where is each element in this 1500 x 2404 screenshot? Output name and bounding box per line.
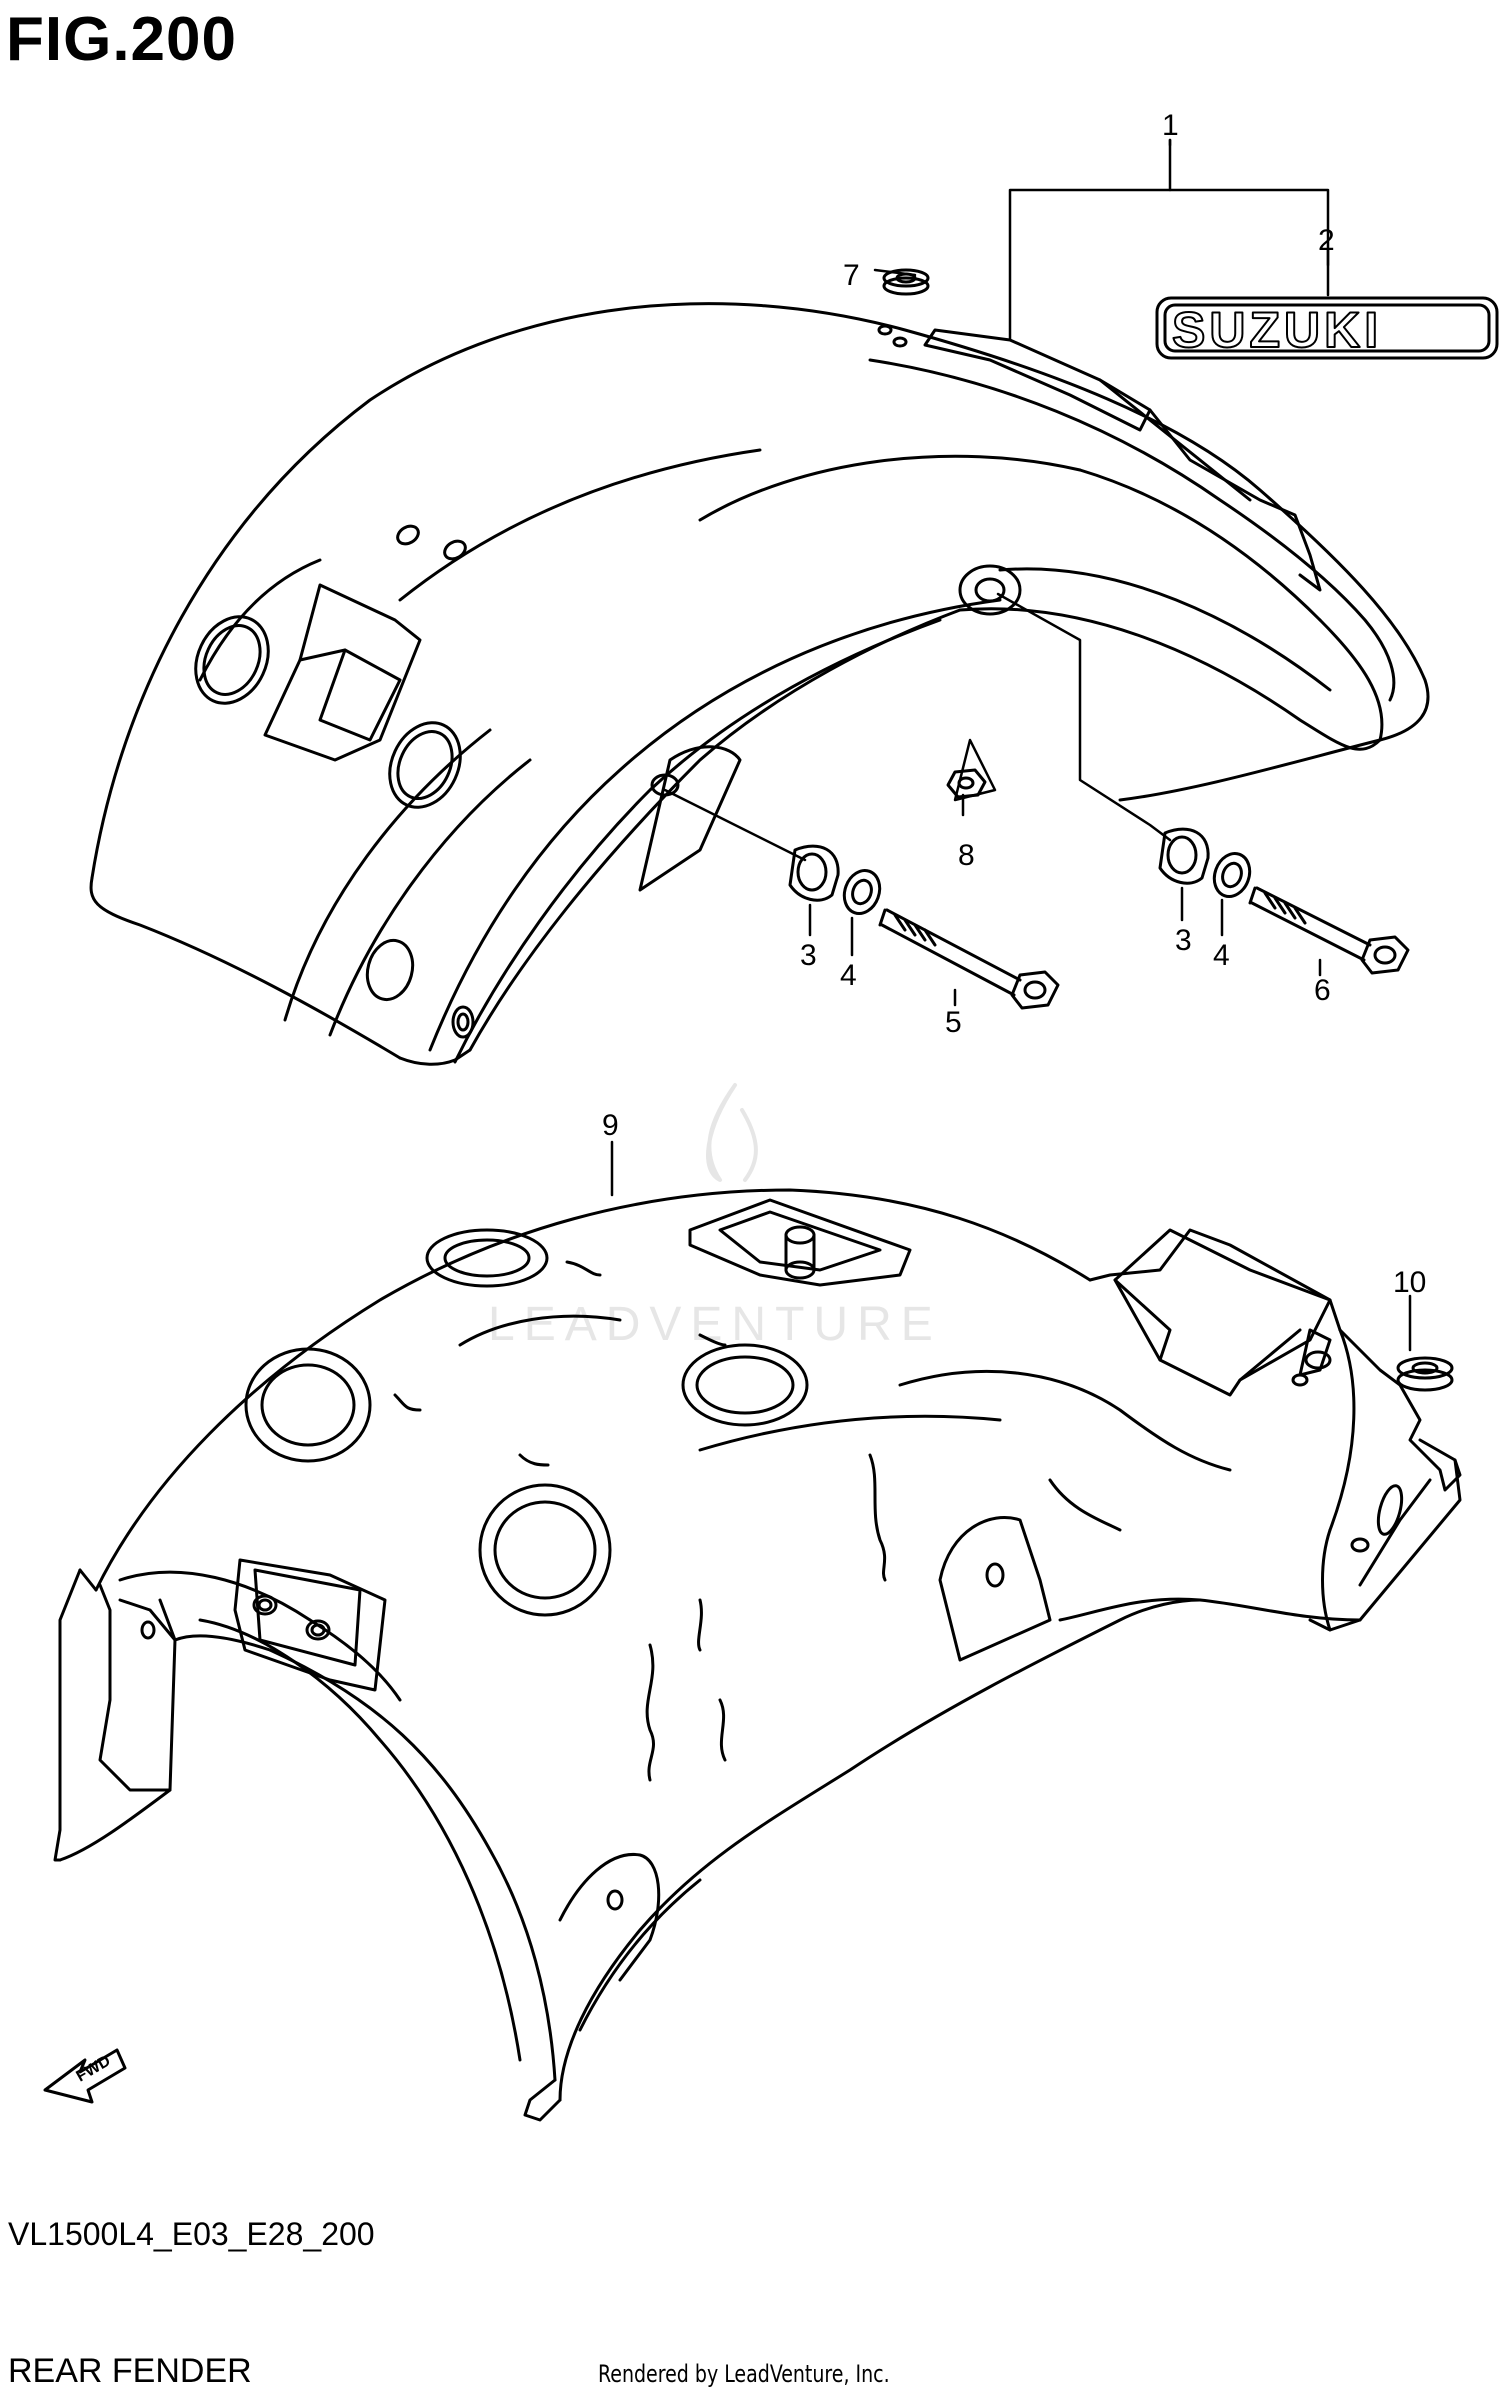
leader-lines-upper [663, 138, 1330, 862]
callout-3-left: 3 [800, 939, 817, 972]
callout-9: 9 [602, 1109, 619, 1142]
bolt-part-5 [878, 908, 1060, 1010]
rear-fender-upper [89, 302, 1430, 1066]
fwd-arrow-icon: FWD [43, 2048, 127, 2104]
emblem-text: SUZUKI [1172, 302, 1382, 358]
washer-part-4-right [1212, 852, 1252, 898]
inner-fender-part-9 [53, 1188, 1462, 2122]
callout-4-left: 4 [840, 959, 857, 992]
callout-3-right: 3 [1175, 924, 1192, 957]
callout-7: 7 [843, 259, 860, 292]
leader-lines-misc [808, 138, 1330, 1007]
callout-5: 5 [945, 1006, 962, 1039]
callout-4-right: 4 [1213, 939, 1230, 972]
figure-name: REAR FENDER [8, 2352, 252, 2390]
nut-part-8 [946, 768, 987, 799]
callout-1: 1 [1162, 109, 1179, 142]
callout-6: 6 [1314, 974, 1331, 1007]
watermark-text: LEADVENTURE [488, 1298, 942, 1351]
grommet-part-10 [1396, 1356, 1454, 1392]
fwd-label: FWD [74, 2053, 114, 2086]
callout-10: 10 [1393, 1266, 1426, 1299]
watermark: LEADVENTURE [488, 1083, 942, 1351]
grommet-part-7 [882, 268, 930, 296]
figure-title: FIG.200 [6, 5, 237, 74]
collar-part-3-left [788, 844, 840, 902]
emblem-part-2: SUZUKI [1155, 296, 1499, 360]
washer-part-4-left [842, 869, 882, 915]
collar-part-3-right [1158, 827, 1210, 885]
callout-8: 8 [958, 839, 975, 872]
callout-2: 2 [1318, 224, 1335, 257]
leader-lines-lower [610, 1140, 1412, 1352]
bolt-part-6 [1248, 886, 1410, 975]
render-credit: Rendered by LeadVenture, Inc. [598, 2360, 890, 2388]
figure-code: VL1500L4_E03_E28_200 [8, 2216, 375, 2252]
